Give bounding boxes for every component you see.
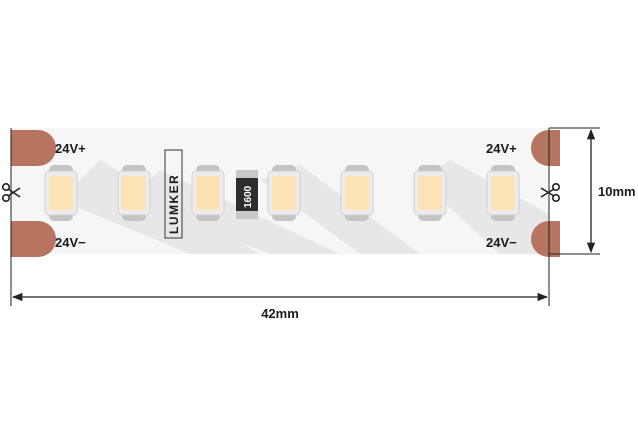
- smd-led: [44, 165, 78, 221]
- smd-led: [117, 165, 151, 221]
- smd-led: [267, 165, 301, 221]
- dimension-width: 10mm: [549, 127, 636, 255]
- resistor: 1600: [236, 170, 258, 219]
- label-24v-minus-left: 24V−: [55, 235, 86, 250]
- scissors-icon: [540, 183, 560, 203]
- smd-led: [413, 165, 447, 221]
- smd-led: [191, 165, 225, 221]
- label-24v-plus-right: 24V+: [486, 141, 517, 156]
- label-24v-minus-right: 24V−: [486, 235, 517, 250]
- resistor-code: 1600: [243, 185, 254, 208]
- pads-right: [531, 130, 560, 257]
- dimension-length-label: 42mm: [261, 306, 299, 321]
- pads-left: [11, 130, 56, 257]
- dimension-width-label: 10mm: [598, 184, 636, 199]
- smd-led: [486, 165, 520, 221]
- scissors-icon: [1, 183, 21, 203]
- brand-logo: LUMKER: [164, 149, 183, 239]
- led-row: [44, 165, 520, 221]
- brand-logo-text: LUMKER: [167, 174, 181, 234]
- smd-led: [340, 165, 374, 221]
- dimension-length: 42mm: [10, 128, 550, 321]
- label-24v-plus-left: 24V+: [55, 141, 86, 156]
